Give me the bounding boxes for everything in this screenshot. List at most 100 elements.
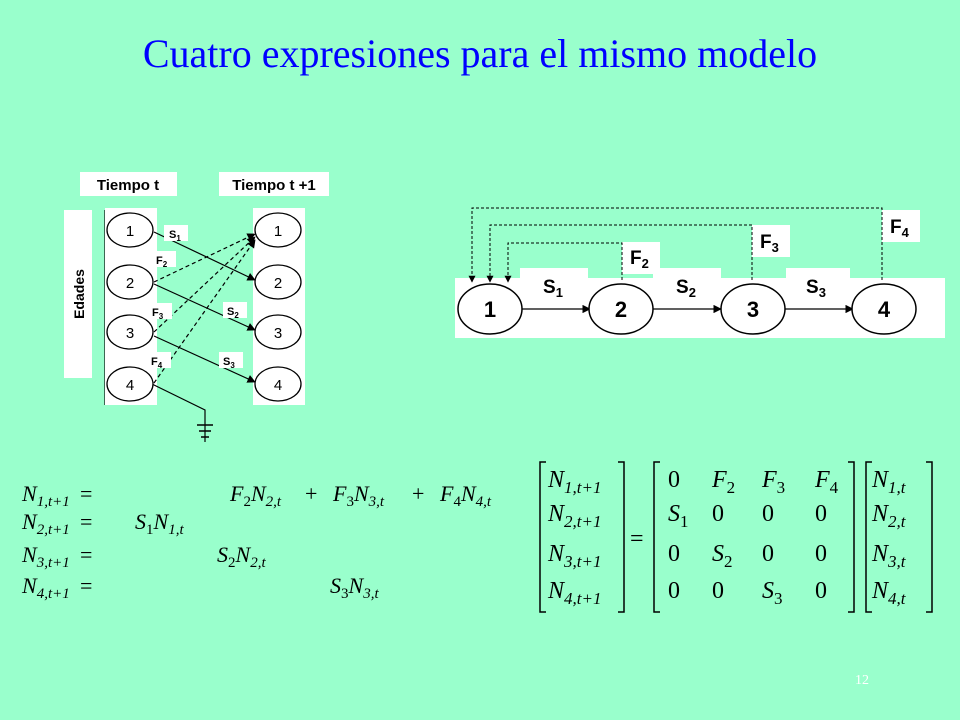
label-f4: F4: [147, 352, 171, 370]
age-node-t1-2: 2: [254, 264, 302, 300]
matrix-rhs-1: N1,t: [871, 467, 907, 497]
matrix-rhs-2: N2,t: [871, 501, 907, 531]
svg-text:F4: F4: [151, 356, 163, 370]
mortality-arrow: [151, 383, 206, 425]
rhs-bracket-left: [865, 461, 872, 613]
age-node-t-1: 1: [106, 212, 154, 248]
fecundity-loop-3: [486, 224, 753, 283]
life-cycle-label-s1: S1: [543, 277, 563, 300]
matrix-cell-r2-c2: 0: [712, 501, 724, 527]
header-time-t1: Tiempo t +1: [232, 177, 316, 194]
fecundity-loop-4: [468, 207, 883, 283]
matrix-cell-r2-c3: 0: [762, 501, 774, 527]
rhs-bracket-right: [926, 461, 933, 613]
svg-text:S1: S1: [169, 229, 181, 243]
svg-text:2: 2: [615, 297, 627, 322]
svg-text:4: 4: [126, 377, 134, 394]
life-cycle-f2-box: [622, 242, 660, 274]
survival-arrow-2: [153, 283, 256, 331]
life-cycle-node-3: 3: [720, 283, 786, 335]
life-cycle-f3-box: [752, 225, 790, 257]
svg-text:S3: S3: [223, 356, 235, 370]
matrix-cell-r2-c1: S1: [668, 501, 689, 531]
age-transition-diagram: Tiempo t Tiempo t +1 Edades 1 2 3 4 1: [64, 172, 329, 442]
svg-text:2: 2: [274, 275, 282, 292]
matrix-cell-r4-c2: 0: [712, 578, 724, 604]
matrix-cell-r4-c1: 0: [668, 578, 680, 604]
header-time-t1-box: [219, 172, 329, 196]
eq-lhs-1: N1,t+1: [21, 481, 70, 510]
survival-arrow-3: [153, 335, 256, 383]
matrix-lhs-1: N1,t+1: [547, 467, 601, 497]
svg-text:F2: F2: [156, 255, 168, 269]
svg-text:4: 4: [274, 377, 282, 394]
page-number: 12: [855, 673, 869, 688]
svg-text:3: 3: [274, 325, 282, 342]
eq-lhs-3: N3,t+1: [21, 542, 70, 571]
svg-text:F3: F3: [152, 307, 164, 321]
eq-row3-term: S2N2,t: [217, 542, 266, 571]
eq-equals-3: =: [80, 542, 92, 567]
eq-row1-term-2: F3N3,t: [332, 481, 385, 510]
matrix-lhs-2: N2,t+1: [547, 501, 601, 531]
label-s1: S1: [164, 225, 188, 243]
life-cycle-f4-box: [882, 210, 920, 242]
life-cycle-graph: 1 2 3 4 S1 S2 S3 F2 F3 F4: [455, 207, 945, 338]
matrix-cell-r1-c2: F2: [711, 467, 735, 497]
age-node-t1-1: 1: [254, 212, 302, 248]
svg-text:2: 2: [126, 275, 134, 292]
age-node-t-2: 2: [106, 264, 154, 300]
svg-text:3: 3: [126, 325, 134, 342]
header-time-t-box: [80, 172, 177, 196]
eq-row4-term: S3N3,t: [330, 573, 379, 602]
eq-equals-2: =: [80, 509, 92, 534]
lhs-bracket-right: [618, 461, 625, 613]
matrix-bracket-right: [848, 461, 855, 613]
svg-text:S2: S2: [227, 306, 239, 320]
slide-title: Cuatro expresiones para el mismo modelo: [142, 31, 818, 76]
matrix-lhs-4: N4,t+1: [547, 578, 601, 608]
matrix-rhs-4: N4,t: [871, 578, 907, 608]
eq-plus-1: +: [305, 481, 317, 506]
fecundity-loop-2: [504, 242, 623, 283]
age-node-t-3: 3: [106, 314, 154, 350]
header-time-t: Tiempo t: [97, 177, 159, 194]
matrix-lhs-3: N3,t+1: [547, 541, 601, 571]
life-cycle-s2-box: [653, 268, 721, 302]
matrix-bracket-left: [653, 461, 660, 613]
life-cycle-node-4: 4: [851, 283, 917, 335]
age-node-t1-3: 3: [254, 314, 302, 350]
matrix-cell-r1-c3: F3: [761, 467, 785, 497]
matrix-cell-r1-c4: F4: [814, 467, 839, 497]
matrix-cell-r3-c3: 0: [762, 541, 774, 567]
svg-text:1: 1: [126, 223, 134, 240]
eq-lhs-2: N2,t+1: [21, 509, 70, 538]
life-cycle-label-f3: F3: [760, 232, 779, 255]
matrix-cell-r4-c4: 0: [815, 578, 827, 604]
matrix-cell-r2-c4: 0: [815, 501, 827, 527]
eq-lhs-4: N4,t+1: [21, 573, 70, 602]
eq-equals-4: =: [80, 573, 92, 598]
matrix-rhs-3: N3,t: [871, 541, 907, 571]
svg-text:1: 1: [484, 297, 496, 322]
svg-text:3: 3: [747, 297, 759, 322]
matrix-equals: =: [630, 526, 644, 552]
life-cycle-s3-box: [786, 268, 850, 302]
age-node-t-4: 4: [106, 366, 154, 402]
life-cycle-label-f4: F4: [890, 217, 910, 240]
matrix-cell-r3-c4: 0: [815, 541, 827, 567]
matrix-cell-r1-c1: 0: [668, 467, 680, 493]
lhs-bracket-left: [539, 461, 546, 613]
matrix-cell-r4-c3: S3: [762, 578, 783, 608]
life-cycle-label-f2: F2: [630, 248, 649, 271]
recurrence-equations: N1,t+1 N2,t+1 N3,t+1 N4,t+1 = = = = F2N2…: [21, 481, 492, 602]
label-f3: F3: [148, 303, 172, 321]
svg-text:1: 1: [274, 223, 282, 240]
life-cycle-s1-box: [520, 268, 588, 302]
label-f2: F2: [152, 251, 176, 269]
matrix-cell-r3-c1: 0: [668, 541, 680, 567]
matrix-cell-r3-c2: S2: [712, 541, 733, 571]
ages-axis-bar: [64, 210, 92, 378]
